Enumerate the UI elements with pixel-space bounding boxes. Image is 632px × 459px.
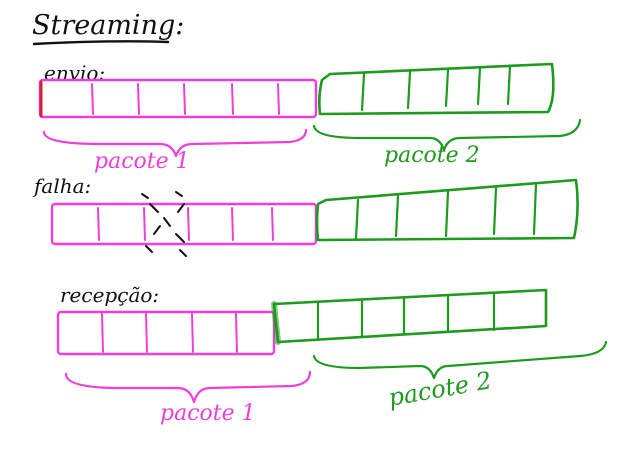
recepcao-packet-1-label: pacote 1 <box>160 401 256 426</box>
recepcao-brace-2 <box>312 340 608 380</box>
envio-packet-1-label: pacote 1 <box>94 149 190 174</box>
recepcao-packet-1 <box>56 310 276 356</box>
envio-packet-1 <box>38 78 318 119</box>
recepcao-packet-2 <box>272 288 548 344</box>
envio-packet-2-dividers <box>360 64 512 112</box>
recepcao-label: recepção: <box>60 283 159 307</box>
envio-brace-2 <box>312 118 582 152</box>
envio-packet-1-dividers <box>91 83 280 115</box>
falha-packet-1 <box>50 202 318 246</box>
recepcao-packet-2-dividers <box>316 292 496 342</box>
falha-packet-1-dividers <box>97 207 274 241</box>
envio-brace-1 <box>42 128 308 158</box>
falha-packet-2-dividers <box>354 182 538 240</box>
recepcao-packet-2-seam <box>271 301 281 345</box>
falha-packet-2 <box>315 178 579 242</box>
falha-label: falha: <box>32 174 91 198</box>
title-underline <box>32 40 170 46</box>
envio-packet-2 <box>318 62 555 116</box>
title: Streaming: <box>32 10 184 41</box>
lost-packet-marker <box>141 191 187 257</box>
recepcao-packet-2-label: pacote 2 <box>386 366 494 412</box>
envio-packet-2-label: pacote 2 <box>384 143 480 168</box>
recepcao-brace-1 <box>64 370 312 404</box>
envio-label: envio: <box>44 61 105 85</box>
recepcao-packet-1-dividers <box>101 313 238 353</box>
